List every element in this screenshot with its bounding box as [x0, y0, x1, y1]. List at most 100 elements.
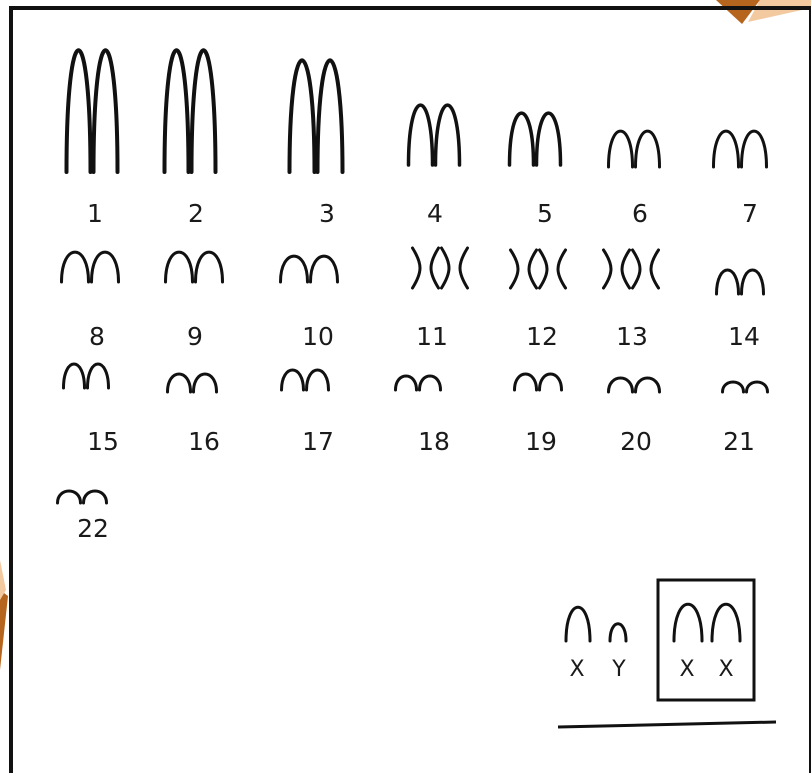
chromosome-pair-22: 22 [58, 491, 109, 543]
chromosome-pair-11: 11 [413, 248, 468, 351]
chromosome-pair-6: 6 [609, 131, 660, 228]
arch-chromosome-glyph [94, 50, 118, 172]
sex-label-x: X [569, 657, 584, 682]
x-shaped-chromosome-glyph [442, 248, 468, 288]
female-sex-pair: X X [674, 604, 740, 682]
sex-label-x: X [679, 657, 694, 682]
arch-chromosome-glyph [192, 50, 216, 172]
arch-chromosome-glyph [165, 50, 189, 172]
chromosome-label: 8 [89, 322, 105, 351]
chromosome-pair-17: 17 [282, 370, 334, 456]
chromosome-label: 15 [87, 427, 119, 456]
chromosome-label: 1 [87, 199, 103, 228]
arch-chromosome-glyph [58, 491, 81, 503]
chromosome-label: 5 [537, 199, 553, 228]
arch-chromosome-glyph [282, 370, 304, 390]
arch-chromosome-glyph [311, 256, 338, 282]
y-chromosome-glyph [610, 624, 626, 641]
x-chromosome-glyph [674, 604, 702, 641]
chromosome-label: 17 [302, 427, 334, 456]
arch-chromosome-glyph [281, 256, 308, 282]
chromosome-label: 19 [525, 427, 557, 456]
chromosome-label: 9 [187, 322, 203, 351]
arch-chromosome-glyph [742, 270, 764, 294]
arch-chromosome-glyph [307, 370, 329, 390]
left-accent [0, 590, 8, 670]
arch-chromosome-glyph [515, 374, 537, 390]
arch-chromosome-glyph [540, 374, 562, 390]
chromosome-pair-14: 14 [717, 270, 764, 351]
chromosome-pair-3: 3 [290, 60, 343, 228]
arch-chromosome-glyph [747, 382, 768, 392]
male-sex-pair: X Y [566, 607, 626, 682]
arch-chromosome-glyph [609, 131, 633, 167]
chromosome-pair-21: 21 [723, 382, 768, 456]
chromosome-pair-9: 9 [166, 252, 223, 351]
arch-chromosome-glyph [290, 60, 315, 172]
chromosome-label: 7 [742, 199, 758, 228]
arch-chromosome-glyph [396, 376, 417, 390]
chromosome-label: 3 [319, 199, 335, 228]
chromosome-label: 18 [418, 427, 450, 456]
sex-chromosomes: X Y X X [566, 580, 754, 700]
arch-chromosome-glyph [409, 105, 433, 165]
arch-chromosome-glyph [609, 378, 633, 392]
arch-chromosome-glyph [636, 131, 660, 167]
chromosome-pair-12: 12 [511, 250, 566, 351]
arch-chromosome-glyph [84, 491, 107, 503]
corner-decorations [0, 0, 811, 670]
chromosome-label: 4 [427, 199, 443, 228]
chromosome-label: 14 [728, 322, 760, 351]
arch-chromosome-glyph [92, 252, 119, 282]
chromosome-label: 10 [302, 322, 334, 351]
arch-chromosome-glyph [714, 131, 739, 167]
x-chromosome-glyph [712, 604, 740, 641]
x-shaped-chromosome-glyph [633, 250, 659, 288]
chromosome-label: 13 [616, 322, 648, 351]
arch-chromosome-glyph [64, 364, 85, 388]
arch-chromosome-glyph [717, 270, 739, 294]
arch-chromosome-glyph [194, 374, 217, 392]
chromosome-label: 16 [188, 427, 220, 456]
x-shaped-chromosome-glyph [540, 250, 566, 288]
x-shaped-chromosome-glyph [511, 250, 537, 288]
arch-chromosome-glyph [168, 374, 191, 392]
chromosome-pair-16: 16 [168, 374, 220, 456]
arch-chromosome-glyph [196, 252, 223, 282]
arch-chromosome-glyph [420, 376, 441, 390]
arch-chromosome-glyph [67, 50, 91, 172]
chromosome-label: 22 [77, 514, 109, 543]
chromosome-label: 12 [526, 322, 558, 351]
chromosome-pair-8: 8 [62, 252, 119, 351]
chromosome-pair-20: 20 [609, 378, 660, 456]
x-shaped-chromosome-glyph [413, 248, 439, 288]
x-chromosome-glyph [566, 607, 590, 641]
arch-chromosome-glyph [166, 252, 193, 282]
x-shaped-chromosome-glyph [604, 250, 630, 288]
chromosome-pair-19: 19 [515, 374, 562, 456]
arch-chromosome-glyph [318, 60, 343, 172]
sex-label-x: X [718, 657, 733, 682]
chromosome-pair-15: 15 [64, 364, 119, 456]
arch-chromosome-glyph [537, 113, 561, 165]
arch-chromosome-glyph [62, 252, 89, 282]
chromosome-pair-2: 2 [165, 50, 216, 228]
chromosome-pair-5: 5 [510, 113, 561, 228]
chromosome-label: 11 [416, 322, 448, 351]
chromosome-pair-4: 4 [409, 105, 460, 228]
chromosome-pair-13: 13 [604, 250, 659, 351]
arch-chromosome-glyph [436, 105, 460, 165]
chromosome-label: 2 [188, 199, 204, 228]
arch-chromosome-glyph [88, 364, 109, 388]
chromosome-pair-7: 7 [714, 131, 767, 228]
arch-chromosome-glyph [510, 113, 534, 165]
chromosome-pair-1: 1 [67, 50, 118, 228]
chromosome-label: 20 [620, 427, 652, 456]
chromosome-label: 21 [723, 427, 755, 456]
arch-chromosome-glyph [742, 131, 767, 167]
answer-line [558, 722, 776, 727]
chromosome-pair-18: 18 [396, 376, 450, 456]
chromosome-pair-10: 10 [281, 256, 338, 351]
